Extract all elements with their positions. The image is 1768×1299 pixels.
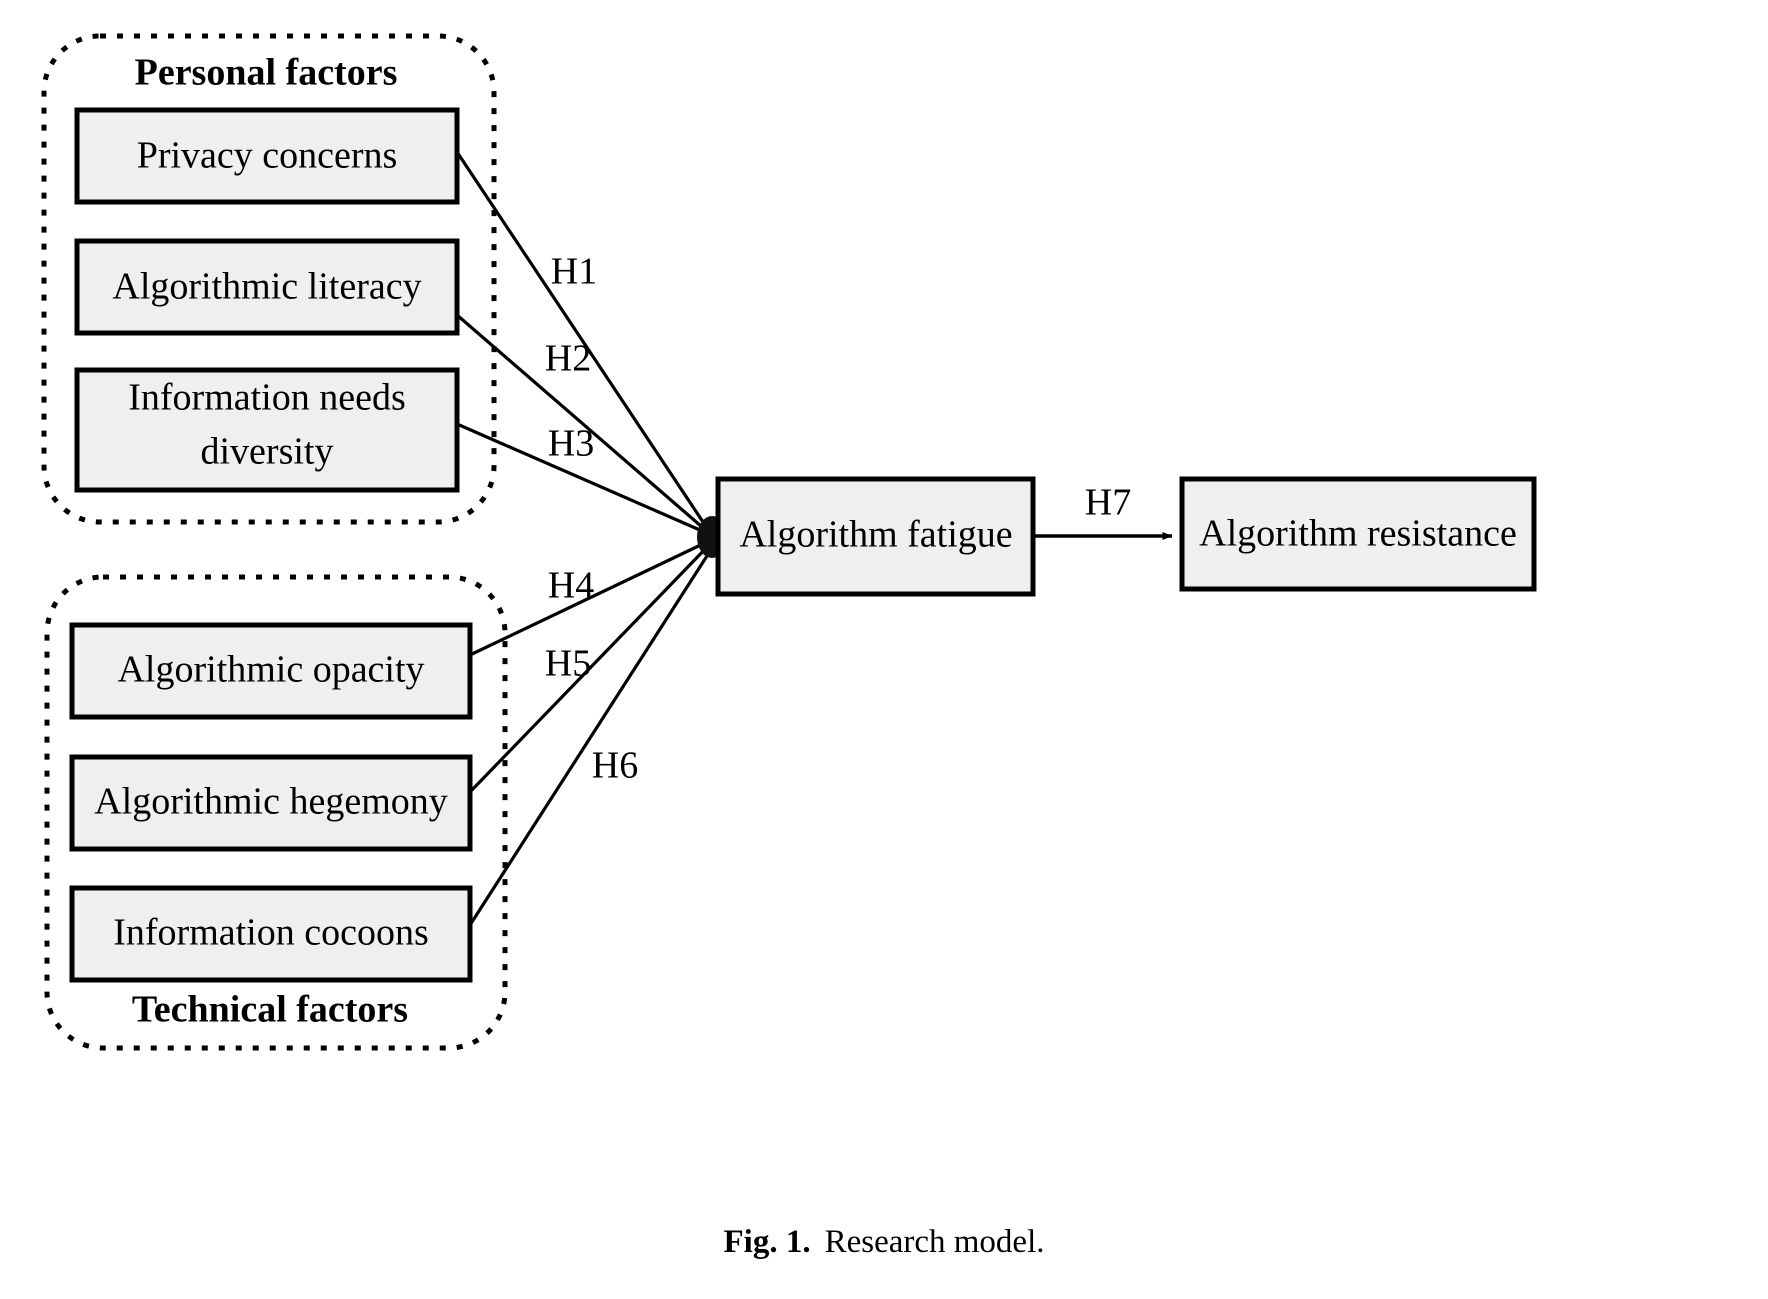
node-algorithmic-opacity[interactable]: Algorithmic opacity bbox=[69, 622, 473, 720]
hypothesis-label-h7: H7 bbox=[1085, 482, 1131, 524]
algorithmic-hegemony-label: Algorithmic hegemony bbox=[94, 781, 448, 823]
node-privacy-concerns[interactable]: Privacy concerns bbox=[74, 107, 460, 205]
algorithmic-literacy-label: Algorithmic literacy bbox=[112, 266, 421, 308]
hypothesis-label-h2: H2 bbox=[545, 338, 591, 380]
personal-factors-title: Personal factors bbox=[135, 52, 398, 94]
algorithmic-opacity-label: Algorithmic opacity bbox=[117, 649, 424, 691]
algorithmic-literacy-box[interactable] bbox=[74, 238, 460, 336]
hypothesis-labels: H1 H2 H3 H4 H5 H6 H7 bbox=[545, 251, 1131, 787]
algorithm-resistance-box[interactable] bbox=[1179, 476, 1537, 592]
figure-caption-prefix: Fig. 1. bbox=[723, 1224, 811, 1260]
information-cocoons-box[interactable] bbox=[69, 885, 473, 983]
figure-caption-text: Research model. bbox=[824, 1224, 1045, 1260]
privacy-concerns-label: Privacy concerns bbox=[137, 135, 398, 177]
link-h1 bbox=[455, 151, 711, 532]
figure-caption: Fig. 1. Research model. bbox=[0, 1224, 1768, 1261]
link-h3 bbox=[456, 422, 710, 536]
information-needs-diversity-box[interactable] bbox=[74, 367, 460, 493]
hypothesis-label-h4: H4 bbox=[548, 565, 594, 607]
group-personal-factors: Personal factors Privacy concerns Algori… bbox=[41, 33, 497, 525]
hypothesis-label-h5: H5 bbox=[545, 643, 591, 685]
algorithm-resistance-label: Algorithm resistance bbox=[1199, 513, 1517, 555]
hypothesis-label-h3: H3 bbox=[548, 423, 594, 465]
personal-factors-outline bbox=[41, 33, 497, 525]
link-h5 bbox=[468, 541, 713, 794]
algorithm-fatigue-label: Algorithm fatigue bbox=[739, 514, 1012, 556]
link-h6 bbox=[468, 544, 716, 926]
information-cocoons-label: Information cocoons bbox=[113, 912, 429, 954]
node-information-cocoons[interactable]: Information cocoons bbox=[69, 885, 473, 983]
technical-factors-title: Technical factors bbox=[132, 989, 408, 1031]
group-technical-factors: Technical factors Algorithmic opacity Al… bbox=[44, 574, 508, 1051]
information-needs-diversity-label-line1: Information needs bbox=[128, 377, 406, 419]
node-algorithmic-literacy[interactable]: Algorithmic literacy bbox=[74, 238, 460, 336]
link-h2 bbox=[455, 313, 711, 535]
information-needs-diversity-label-line2: diversity bbox=[201, 431, 334, 473]
hypothesis-label-h1: H1 bbox=[551, 251, 597, 293]
technical-factors-outline bbox=[44, 574, 508, 1051]
hypothesis-label-h6: H6 bbox=[592, 745, 638, 787]
algorithmic-opacity-box[interactable] bbox=[69, 622, 473, 720]
node-algorithmic-hegemony[interactable]: Algorithmic hegemony bbox=[69, 754, 473, 852]
node-algorithm-resistance[interactable]: Algorithm resistance bbox=[1179, 476, 1537, 592]
algorithmic-hegemony-box[interactable] bbox=[69, 754, 473, 852]
node-algorithm-fatigue[interactable]: Algorithm fatigue bbox=[715, 476, 1036, 597]
hypothesis-links bbox=[455, 151, 727, 926]
privacy-concerns-box[interactable] bbox=[74, 107, 460, 205]
node-information-needs-diversity[interactable]: Information needs diversity bbox=[74, 367, 460, 493]
link-h4 bbox=[469, 539, 710, 657]
